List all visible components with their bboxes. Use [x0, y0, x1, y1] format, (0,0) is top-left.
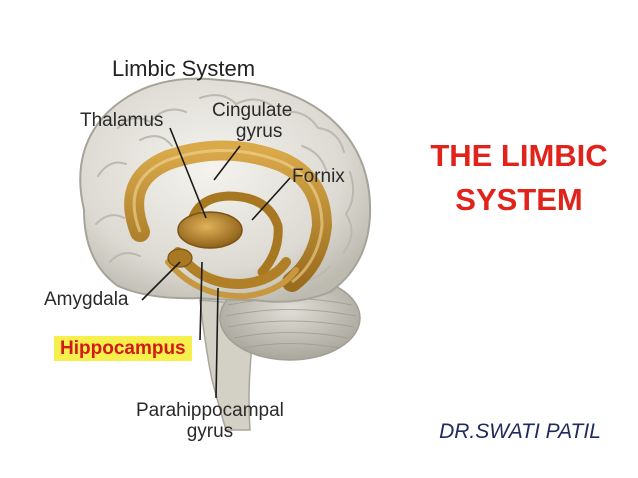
label-amygdala: Amygdala — [44, 289, 129, 310]
pointer-amygdala — [141, 261, 181, 301]
cerebrum — [79, 77, 372, 303]
thalamus-shape — [177, 211, 243, 249]
limbic-system-figure: Limbic System Thalamus Cingulate gyrus F… — [44, 56, 372, 442]
brain-illustration — [79, 77, 372, 431]
slide-title-line2: SYSTEM — [455, 182, 583, 217]
label-cingulate-line1: Cingulate — [212, 100, 293, 121]
parahippocampal-shape — [165, 259, 299, 300]
pointer-fornix — [251, 177, 291, 221]
pointer-thalamus — [169, 127, 207, 219]
label-hippocampus: Hippocampus — [54, 336, 192, 361]
pointer-hippocampus — [199, 261, 203, 341]
hippocampus-highlight: Hippocampus — [54, 336, 192, 361]
label-cingulate-gyrus: Cingulate gyrus — [212, 100, 292, 142]
hippocampus-shape — [173, 247, 291, 290]
label-cingulate-line2: gyrus — [235, 121, 283, 142]
label-parahippocampal-gyrus: Parahippocampal gyrus — [136, 400, 284, 442]
slide-title: THE LIMBIC SYSTEM — [410, 134, 628, 222]
fornix-shape — [185, 191, 283, 277]
label-parahippocampal-line1: Parahippocampal — [136, 400, 284, 421]
author-name: DR.SWATI PATIL — [439, 420, 601, 443]
pointer-parahippocampal — [215, 287, 219, 399]
label-thalamus: Thalamus — [80, 110, 164, 131]
pointer-cingulate — [213, 145, 241, 181]
figure-heading: Limbic System — [112, 56, 256, 81]
slide-title-line1: THE LIMBIC — [430, 138, 608, 173]
label-parahippocampal-line2: gyrus — [186, 421, 234, 442]
label-fornix: Fornix — [292, 166, 345, 187]
amygdala-shape — [167, 248, 193, 268]
